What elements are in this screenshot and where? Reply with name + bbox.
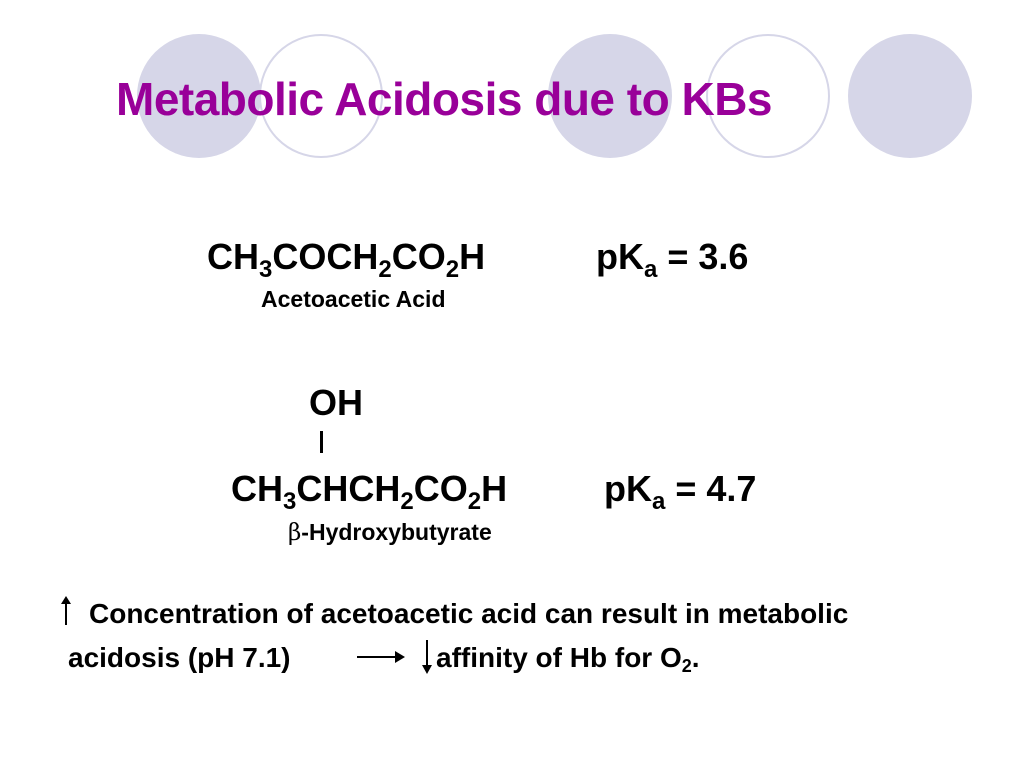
- hydroxybutyrate-name: β-Hydroxybutyrate: [288, 519, 492, 546]
- decor-circle-2: [259, 34, 383, 158]
- decor-circle-4: [706, 34, 830, 158]
- acetoacetic-formula: CH3COCH2CO2H: [207, 236, 486, 283]
- decor-circle-3: [548, 34, 672, 158]
- note-line-1: Concentration of acetoacetic acid can re…: [89, 598, 849, 629]
- acetoacetic-pka: pKa = 3.6: [596, 236, 749, 283]
- acetoacetic-name: Acetoacetic Acid: [261, 286, 446, 312]
- note-line-2-start: acidosis (pH 7.1): [68, 642, 291, 673]
- decor-circle-1: [137, 34, 261, 158]
- up-arrow-icon: [61, 596, 71, 625]
- down-arrow-icon: [422, 640, 432, 674]
- beta-symbol: β: [288, 520, 302, 546]
- hydroxybutyrate-pka: pKa = 4.7: [604, 468, 757, 515]
- decor-circle-5: [848, 34, 972, 158]
- right-arrow-icon: [357, 651, 405, 663]
- hydroxybutyrate-formula: CH3CHCH2CO2H: [231, 468, 508, 515]
- hydroxyl-group: OH: [309, 382, 363, 423]
- slide-title: Metabolic Acidosis due to KBs: [116, 73, 773, 125]
- bond-line: [320, 431, 323, 453]
- note-line-2-end: affinity of Hb for O2.: [436, 642, 700, 676]
